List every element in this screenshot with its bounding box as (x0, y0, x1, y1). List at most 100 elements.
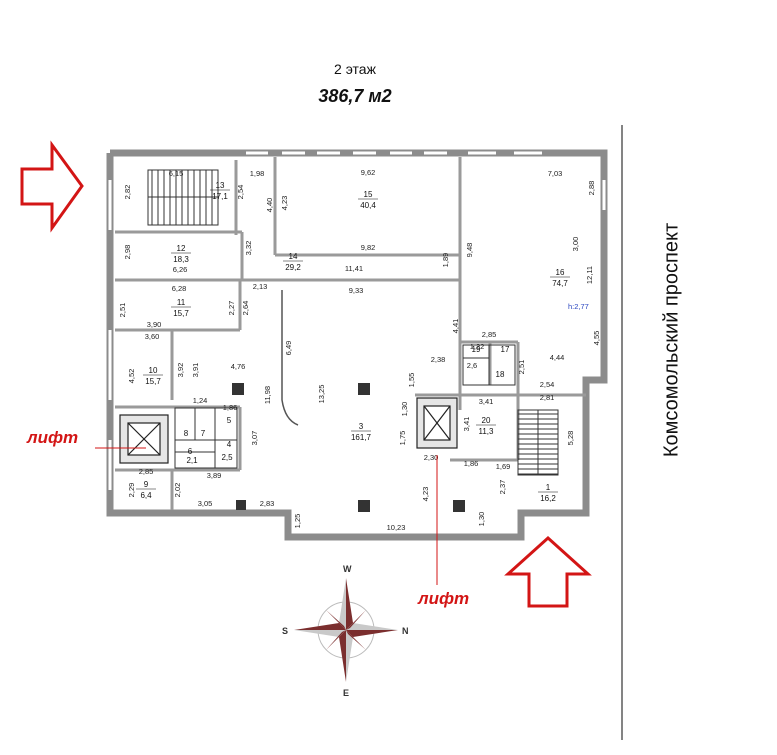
room-area: 6,4 (140, 491, 152, 500)
dimension-label: 6,15 (169, 169, 184, 178)
room-area: 17,1 (212, 192, 228, 201)
dimension-label: 9,82 (361, 243, 376, 252)
dimension-label: 1,86 (464, 459, 479, 468)
room-number: 20 (482, 416, 491, 425)
room-area: 16,2 (540, 494, 556, 503)
dimension-label: 3,60 (145, 332, 160, 341)
dimension-label: 2,13 (253, 282, 268, 291)
dimension-label: 3,32 (244, 241, 253, 256)
dimension-label: 5,28 (566, 431, 575, 446)
compass-e: E (343, 688, 349, 698)
room-number: 9 (144, 480, 149, 489)
dimension-label: 2,27 (227, 301, 236, 316)
dimension-label: 2,64 (241, 301, 250, 316)
room-number: 1 (546, 483, 551, 492)
dimension-label: 13,25 (317, 385, 326, 404)
height-note: h:2,77 (568, 302, 589, 311)
room-number: 12 (177, 244, 186, 253)
room-number: 2,1 (186, 456, 198, 465)
room-number: 15 (364, 190, 373, 199)
elevator-right (416, 397, 458, 449)
entrance-arrow-bottom (504, 535, 592, 608)
dimension-label: 3,07 (250, 431, 259, 446)
compass-s: S (282, 626, 288, 636)
street-name: Комсомольский проспект (660, 222, 683, 458)
room-number: 11 (177, 298, 186, 307)
dimension-label: 4,76 (231, 362, 246, 371)
dimension-label: 11,98 (263, 386, 272, 404)
dimension-label: 2,85 (139, 467, 154, 476)
dimension-label: 3,00 (571, 237, 580, 252)
wc-block (174, 407, 238, 469)
room-area: 18,3 (173, 255, 189, 264)
entrance-arrow-left (20, 140, 84, 233)
dimension-label: 1,30 (477, 512, 486, 527)
dimension-label: 4,40 (265, 198, 274, 213)
dimension-label: 2,82 (123, 185, 132, 200)
dimension-label: 2,37 (498, 480, 507, 495)
dimension-label: 6,49 (284, 341, 293, 356)
compass-w: W (343, 564, 352, 574)
compass-rose: W E S N (282, 564, 409, 698)
dimension-label: 2,51 (118, 303, 127, 318)
dimension-label: 4,52 (127, 369, 136, 384)
dimension-label: 2,54 (540, 380, 555, 389)
dimension-label: 1,86 (223, 403, 238, 412)
dimension-label: 2,38 (431, 355, 446, 364)
dimension-label: 6,26 (173, 265, 188, 274)
dimension-label: 2,85 (482, 330, 497, 339)
room-number: 18 (496, 370, 505, 379)
room-area: 15,7 (173, 309, 189, 318)
dimension-label: 2,88 (587, 181, 596, 196)
dimension-label: 1,25 (293, 514, 302, 529)
dimension-label: 1,98 (250, 169, 265, 178)
room-number: 4 (227, 440, 232, 449)
room-number: 2,5 (221, 453, 233, 462)
room-number: 17 (501, 345, 510, 354)
room-area: 11,3 (479, 427, 495, 436)
dimension-label: 12,11 (585, 266, 594, 284)
lift-label-left: лифт (27, 428, 79, 447)
room-area: 29,2 (285, 263, 301, 272)
columns (232, 383, 465, 512)
room-area: 161,7 (351, 433, 372, 442)
dimension-label: 9,48 (465, 243, 474, 258)
floor-label: 2 этаж (334, 61, 376, 77)
stairs-top (147, 169, 219, 226)
dimension-label: 1,75 (398, 431, 407, 446)
room-number: 8 (184, 429, 189, 438)
dimension-label: 2,54 (236, 185, 245, 200)
room-number: 13 (216, 181, 225, 190)
stairs-right (517, 409, 559, 476)
dimension-label: 1,22 (470, 342, 485, 351)
dimension-label: 1,89 (441, 253, 450, 268)
room-area: 15,7 (145, 377, 161, 386)
room-number: 16 (556, 268, 565, 277)
dimension-label: 2,81 (540, 393, 555, 402)
dimension-label: 4,55 (592, 331, 601, 346)
compass-n: N (402, 626, 409, 636)
room-area: 40,4 (360, 201, 376, 210)
wc-block-right (462, 344, 516, 386)
lift-label-bottom: лифт (418, 589, 470, 608)
dimension-label: 4,23 (280, 196, 289, 211)
dimension-label: 1,69 (496, 462, 511, 471)
dimension-label: 7,03 (548, 169, 563, 178)
dimension-label: 2,51 (517, 360, 526, 375)
dimension-label: 6,28 (172, 284, 187, 293)
dimension-label: 2,98 (123, 245, 132, 260)
dimension-label: 4,23 (421, 487, 430, 502)
room-number: 19 (472, 345, 481, 354)
dimension-label: 4,41 (451, 319, 460, 334)
dimension-label: 2,29 (127, 483, 136, 498)
dimension-label: 9,33 (349, 286, 364, 295)
dimension-label: 1,30 (400, 402, 409, 417)
dimension-label: 3,89 (207, 471, 222, 480)
dimension-label: 1,24 (193, 396, 208, 405)
dimension-label: 2,30 (424, 453, 439, 462)
dimension-label: 2,6 (467, 361, 477, 370)
dimension-label: 11,41 (345, 264, 363, 273)
room-number: 5 (227, 416, 232, 425)
elevator-left (119, 414, 169, 464)
